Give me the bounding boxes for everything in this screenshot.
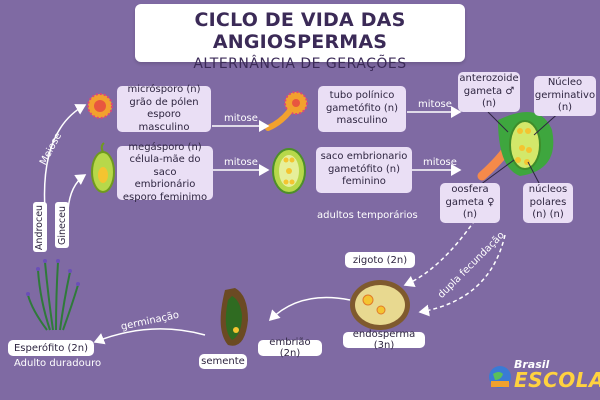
megasporo-box: megásporo (n) célula-mãe do saco embrion…	[117, 142, 213, 203]
meiose-arrow	[43, 104, 87, 211]
seed-illustration	[220, 288, 248, 346]
brasil-escola-logo: Brasil ESCOLA	[487, 358, 600, 394]
fertilization-illustration	[477, 112, 554, 181]
esporofito-pill: Esperófito (2n)	[8, 340, 94, 356]
adultos-temporarios-label: adultos temporários	[317, 210, 418, 221]
plant-flowers	[26, 259, 80, 296]
dupla-fecundacao-arrow	[418, 234, 506, 317]
mitose-label-2: mitose	[224, 157, 258, 168]
germinacao-arrow	[93, 328, 206, 345]
tubo-polinico-box: tubo polínico gametófito (n) masculino	[318, 86, 406, 132]
saco-embrionario-box: saco embrionario gametófito (n) feminino	[316, 147, 412, 193]
globe-icon	[489, 366, 511, 388]
embryo-sac-illustration	[272, 148, 306, 194]
nucleo-germinativo-box: Núcleo germinativo (n)	[534, 76, 596, 116]
pollen-tube-illustration	[265, 91, 308, 131]
to-seed-arrow	[268, 296, 351, 322]
mitose-label-1: mitose	[224, 113, 258, 124]
gineceu-arrow	[67, 174, 87, 211]
microsporo-box: micrósporo (n) grão de pólen esporo masc…	[117, 84, 211, 133]
nucleos-polares-box: núcleos polares (n) (n)	[523, 183, 573, 223]
gineceu-box: Gineceu	[55, 202, 69, 248]
endosperm-illustration	[350, 280, 410, 330]
oosfera-box: oosfera gameta ♀ (n)	[440, 183, 500, 223]
title-card: CICLO DE VIDA DAS ANGIOSPERMAS ALTERNÂNC…	[135, 4, 465, 72]
sporophyte-plant-illustration	[27, 261, 79, 331]
page-title: CICLO DE VIDA DAS ANGIOSPERMAS	[194, 9, 406, 53]
logo-top-text: Brasil	[514, 358, 550, 371]
page-subtitle: ALTERNÂNCIA DE GERAÇÕES	[193, 56, 407, 72]
anterozoide-box: anterozoide gameta ♂ (n)	[458, 72, 520, 112]
adulto-duradouro-label: Adulto duradouro	[14, 358, 102, 369]
megaspore-illustration	[91, 142, 115, 193]
mitose-label-3: mitose	[418, 99, 452, 110]
mitose-label-4: mitose	[423, 157, 457, 168]
androceu-box: Androceu	[33, 202, 47, 252]
zigoto-pill: zigoto (2n)	[345, 252, 415, 268]
semente-pill: semente	[199, 354, 247, 369]
logo-bottom-text: ESCOLA	[514, 368, 600, 392]
microspore-illustration	[87, 93, 113, 119]
embriao-pill: embrião (2n)	[258, 337, 322, 359]
endosperma-pill: endosperma (3n)	[343, 329, 425, 351]
